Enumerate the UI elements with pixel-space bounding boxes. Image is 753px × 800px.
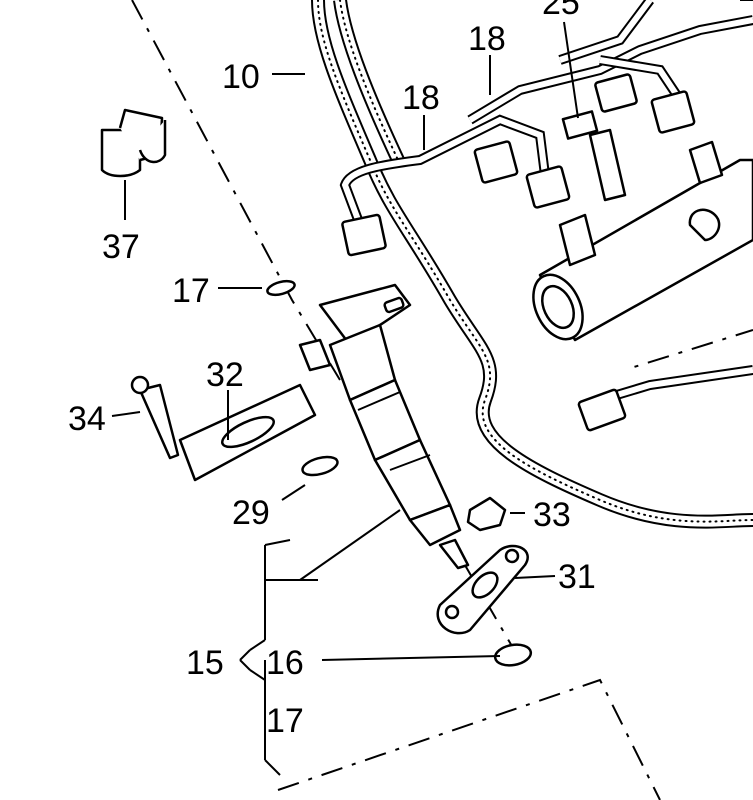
- callout-34: 34: [68, 400, 106, 438]
- callout-17-lower: 17: [266, 702, 304, 740]
- callout-29: 29: [232, 494, 270, 532]
- fuel-rail: [532, 110, 753, 342]
- lower-hardware: [436, 496, 533, 667]
- callout-31: 31: [558, 558, 596, 596]
- callout-33: 33: [533, 496, 571, 534]
- clamp-assembly: [130, 279, 339, 482]
- leader-lines: [111, 21, 579, 776]
- seal-clip: [100, 108, 167, 178]
- callout-17-upper: 17: [172, 272, 210, 310]
- callout-37: 37: [102, 228, 140, 266]
- callout-25: 25: [542, 0, 580, 22]
- callout-18-upper: 18: [468, 20, 506, 58]
- injector: [298, 283, 470, 570]
- centerline-bottom: [277, 678, 661, 800]
- callout-32: 32: [206, 356, 244, 394]
- line-nuts: [341, 73, 696, 432]
- callout-15: 15: [186, 644, 224, 682]
- callout-10: 10: [222, 58, 260, 96]
- callout-18-lower: 18: [402, 79, 440, 117]
- centerline-main: [131, 0, 341, 381]
- callout-16: 16: [266, 644, 304, 682]
